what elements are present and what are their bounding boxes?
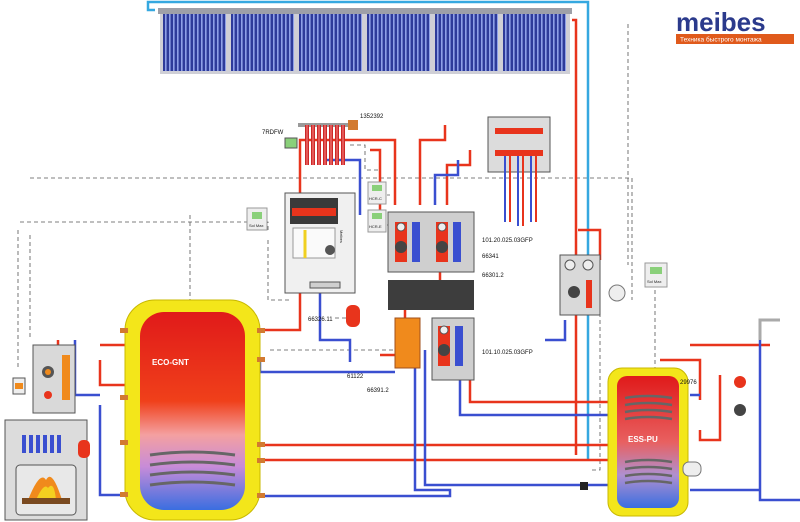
dhw-tank-label: ESS-PU [628,435,658,444]
logo-text: meibes [676,7,766,37]
valve-code-label: 1352392 [360,114,384,120]
solar-exp-vessel [608,284,626,302]
floor-manifold [487,116,551,226]
distribution-manifold [388,280,474,310]
controllers: Sol Max Sol Max HCR-C HCR-E [246,181,668,288]
hcr-e-label: HCR-E [369,224,382,229]
thermostat-label: 7RDFW [262,130,284,136]
hcr-c-label: HCR-C [369,196,382,201]
room-thermostat [284,137,298,149]
pump-stations [387,211,475,381]
solar-collectors [158,8,572,74]
meibes-logo: meibes Техника быстрого монтажа [676,7,794,44]
solar-station [559,254,626,316]
label-module-c: 66301.2 [482,273,504,279]
hydraulic-separator [394,317,421,369]
dhw-coil-lower [624,458,673,485]
dhw-coil-upper [624,394,673,421]
sol-max-label-1: Sol Max [249,223,263,228]
logo-slogan: Техника быстрого монтажа [680,36,762,44]
slogan-bar [676,34,794,44]
buffer-tank-label: ECO-GNT [152,358,189,367]
boiler-pump-group [32,344,76,414]
boiler-radiator [22,435,61,453]
label-exp-vessel: 66326.11 [308,317,333,323]
label-mixer-a: 61122 [347,374,364,380]
dhw-code-label: 29976 [680,380,697,386]
part-labels: 101.20.025.03GFP 66341 66301.2 101.10.02… [308,238,533,394]
sol-max-label-2: Sol Max [647,279,661,284]
label-mixer-b: 66391.2 [367,388,389,394]
label-module-a: 101.20.025.03GFP [482,238,533,244]
dhw-tank: ESS-PU 29976 [607,367,697,517]
buffer-tank: ECO-GNT [120,299,265,521]
label-module-d: 101.10.025.03GFP [482,350,533,356]
buffer-coil [149,450,236,487]
heating-exp-vessel [346,305,360,327]
dhw-fittings [580,318,780,490]
solid-fuel-boiler [4,377,90,521]
label-module-b: 66341 [482,254,499,260]
gas-boiler: Meibes [284,192,356,294]
gas-boiler-brand: Meibes [339,230,344,243]
buffer-ports [120,328,265,498]
radiator: 7RDFW 1352392 [262,114,384,165]
boiler-exp-vessel [78,440,90,458]
